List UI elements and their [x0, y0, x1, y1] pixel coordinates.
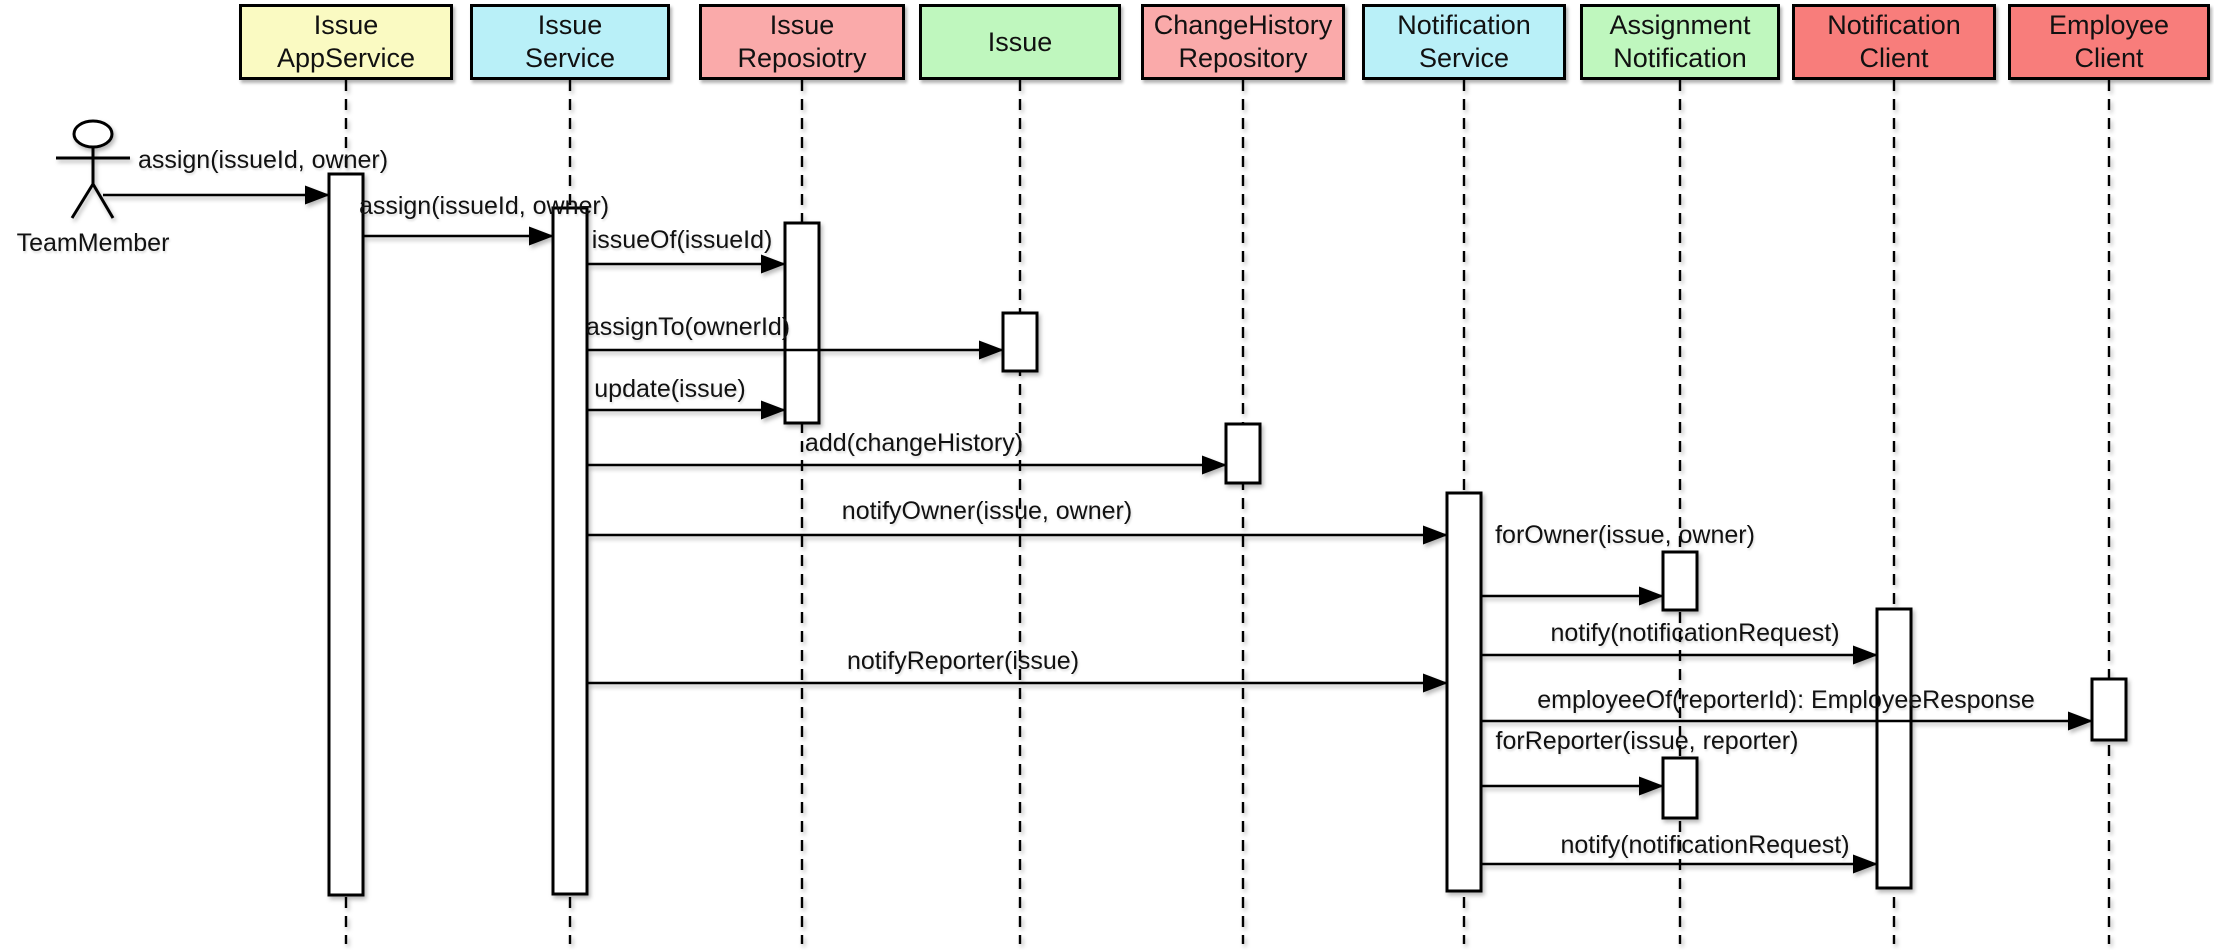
participant-employee-client: Employee Client [2008, 4, 2210, 80]
actor-label: TeamMember [16, 229, 170, 257]
message-label-for-owner: forOwner(issue, owner) [1495, 521, 1755, 549]
actor-head-icon [72, 119, 114, 149]
message-label-notify-request-1: notify(notificationRequest) [1550, 619, 1840, 647]
message-label-notify-owner: notifyOwner(issue, owner) [841, 497, 1133, 525]
message-label-add-change-history: add(changeHistory) [804, 429, 1024, 457]
activation-bar-issue-app-service-0 [327, 172, 365, 897]
participant-notification-service: Notification Service [1362, 4, 1566, 80]
activation-bar-change-history-repository-4 [1224, 422, 1262, 485]
message-label-issue-of: issueOf(issueId) [591, 226, 773, 254]
activation-bar-issue-repository-2 [783, 221, 821, 425]
activation-bar-assignment-notification-7 [1661, 756, 1699, 820]
participant-change-history-repository: ChangeHistory Repository [1141, 4, 1345, 80]
activation-bar-issue-service-1 [551, 206, 589, 896]
activation-bar-notification-service-5 [1445, 491, 1483, 893]
activation-bar-assignment-notification-6 [1661, 550, 1699, 612]
message-label-for-reporter: forReporter(issue, reporter) [1495, 727, 1799, 755]
message-label-notify-reporter: notifyReporter(issue) [846, 647, 1080, 675]
participant-issue-app-service: Issue AppService [239, 4, 453, 80]
message-label-assign-app-service: assign(issueId, owner) [137, 146, 389, 174]
message-label-employee-of: employeeOf(reporterId): EmployeeResponse [1537, 686, 2035, 714]
activation-bar-employee-client-9 [2090, 677, 2128, 742]
message-label-assign-to: assignTo(ownerId) [585, 313, 791, 341]
participant-assignment-notification: Assignment Notification [1580, 4, 1780, 80]
message-label-assign-service: assign(issueId, owner) [358, 192, 610, 220]
actor-figure [56, 119, 130, 219]
participant-notification-client: Notification Client [1792, 4, 1996, 80]
activation-bar-notification-client-8 [1875, 607, 1913, 890]
activation-bar-issue-3 [1001, 311, 1039, 373]
participant-issue-service: Issue Service [470, 4, 670, 80]
participant-issue: Issue [919, 4, 1121, 80]
message-label-notify-request-2: notify(notificationRequest) [1560, 831, 1850, 859]
participant-issue-repository: Issue Reposiotry [699, 4, 905, 80]
message-label-update-issue: update(issue) [594, 375, 746, 403]
